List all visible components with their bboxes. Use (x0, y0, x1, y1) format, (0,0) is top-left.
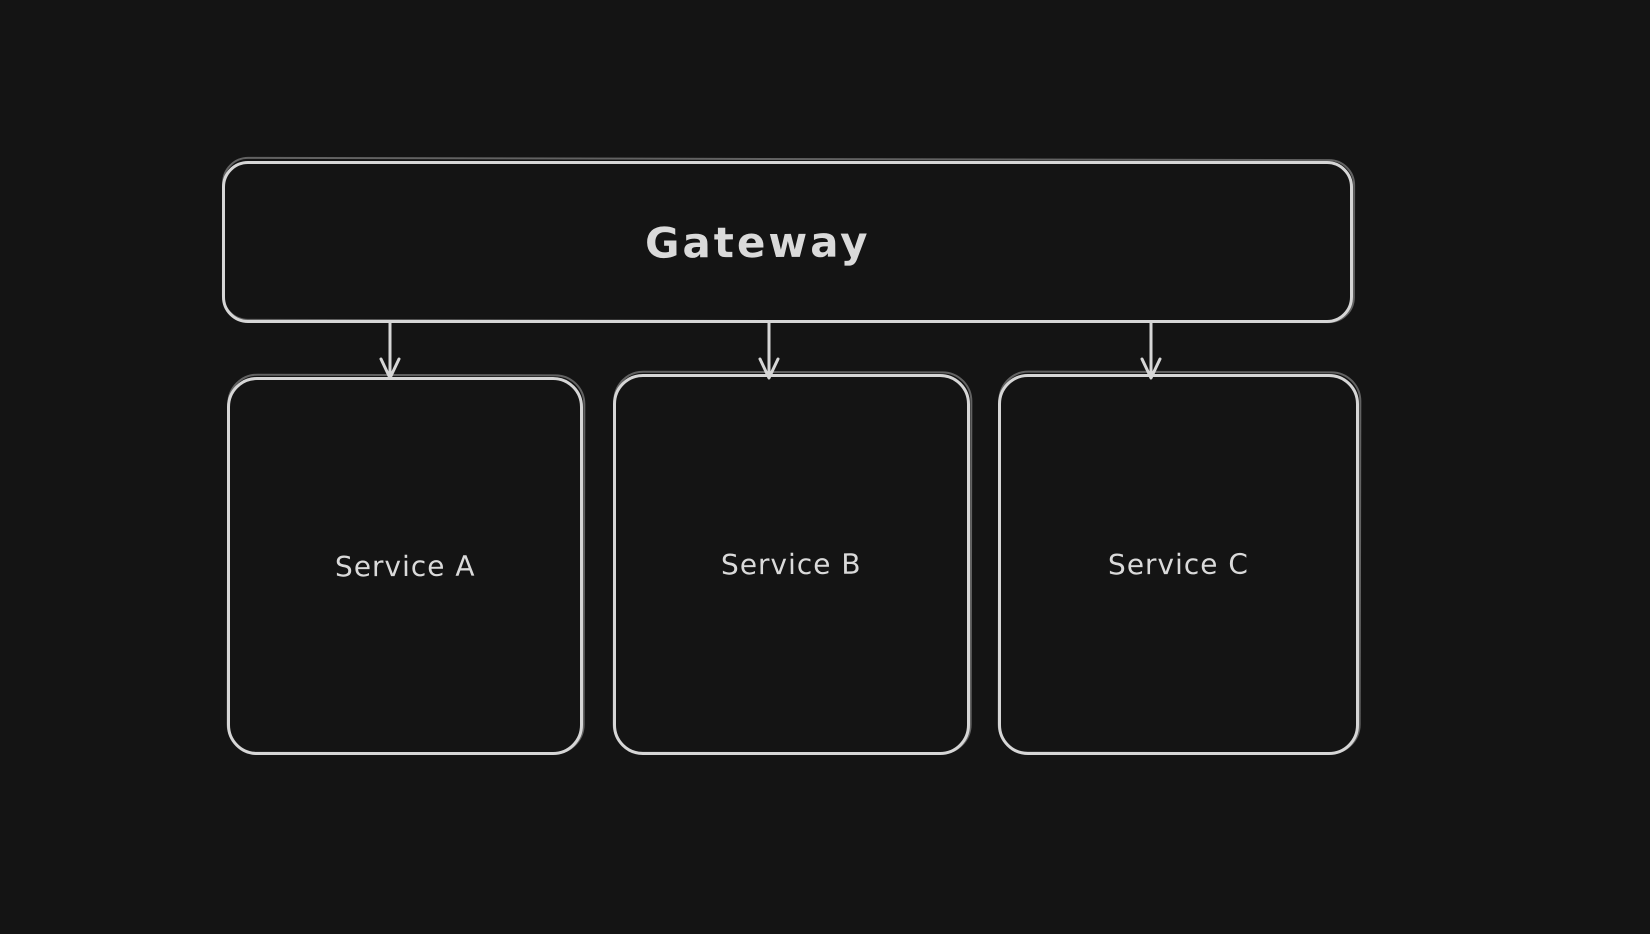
arrow-gateway-to-service-b[interactable] (749, 321, 789, 380)
node-gateway[interactable]: Gateway (222, 161, 1353, 323)
node-gateway-label: Gateway (644, 216, 871, 268)
node-service-c[interactable]: Service C (998, 374, 1359, 755)
node-service-c-label: Service C (1107, 547, 1250, 582)
arrow-gateway-to-service-c[interactable] (1131, 321, 1171, 380)
arrow-gateway-to-service-a[interactable] (370, 321, 410, 380)
node-service-b[interactable]: Service B (613, 374, 970, 755)
node-service-b-label: Service B (721, 547, 862, 582)
node-service-a[interactable]: Service A (227, 377, 583, 755)
node-service-a-label: Service A (334, 549, 476, 583)
